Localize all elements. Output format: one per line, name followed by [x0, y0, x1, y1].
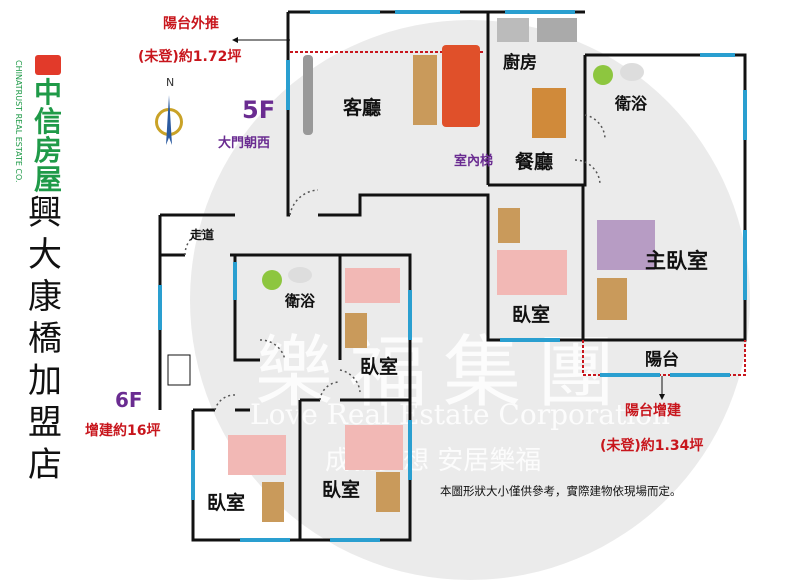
watermark-english: Love Real Estate Corporation [250, 398, 671, 431]
room-kitchen: 廚房 [503, 53, 537, 73]
room-bath-5f: 衛浴 [615, 94, 648, 113]
balcony-addition-title: 陽台增建 [625, 403, 681, 419]
tv [303, 55, 313, 135]
floor6-addition: 增建約16坪 [85, 423, 161, 439]
room-bath-6f: 衛浴 [285, 292, 316, 310]
door-direction: 大門朝西 [218, 136, 271, 151]
disclaimer: 本圖形狀大小僅供參考，實際建物依現場而定。 [440, 484, 682, 498]
floor-plan [158, 10, 747, 542]
master-bed [597, 220, 655, 270]
room-dining: 餐廳 [515, 151, 554, 173]
compass-needle [166, 95, 172, 145]
balcony-extension-title: 陽台外推 [163, 16, 219, 32]
dining-table [532, 88, 566, 138]
room-bedroom-6f-bottom-right: 臥室 [322, 479, 361, 501]
room-corridor: 走道 [190, 228, 215, 242]
indoor-stairs: 室內梯 [454, 154, 494, 169]
store-name: 興大康橋加盟店 [28, 193, 62, 485]
logo-mark [35, 55, 61, 75]
balcony-addition-area: (未登)約1.34坪 [600, 438, 704, 454]
watermark-main: 樂福集團 [255, 328, 632, 418]
logo-english: CHINATRUST REAL ESTATE CO. [14, 60, 23, 183]
compass-north-label: N [166, 76, 175, 89]
floor6-label: 6F [115, 388, 143, 412]
floor5-label: 5F [242, 96, 276, 124]
bed [497, 250, 567, 295]
sofa [442, 45, 480, 127]
room-bedroom-6f-bottom-left: 臥室 [207, 492, 246, 514]
room-bedroom-6f-right: 臥室 [360, 356, 399, 378]
logo-name: 中信房屋 [34, 76, 63, 196]
coffee-table [413, 55, 437, 125]
room-master: 主臥室 [645, 249, 708, 273]
room-living: 客廳 [343, 97, 382, 119]
room-balcony: 陽台 [645, 350, 679, 370]
room-bedroom-5f: 臥室 [512, 304, 551, 326]
balcony-extension-area: (未登)約1.72坪 [138, 49, 242, 65]
